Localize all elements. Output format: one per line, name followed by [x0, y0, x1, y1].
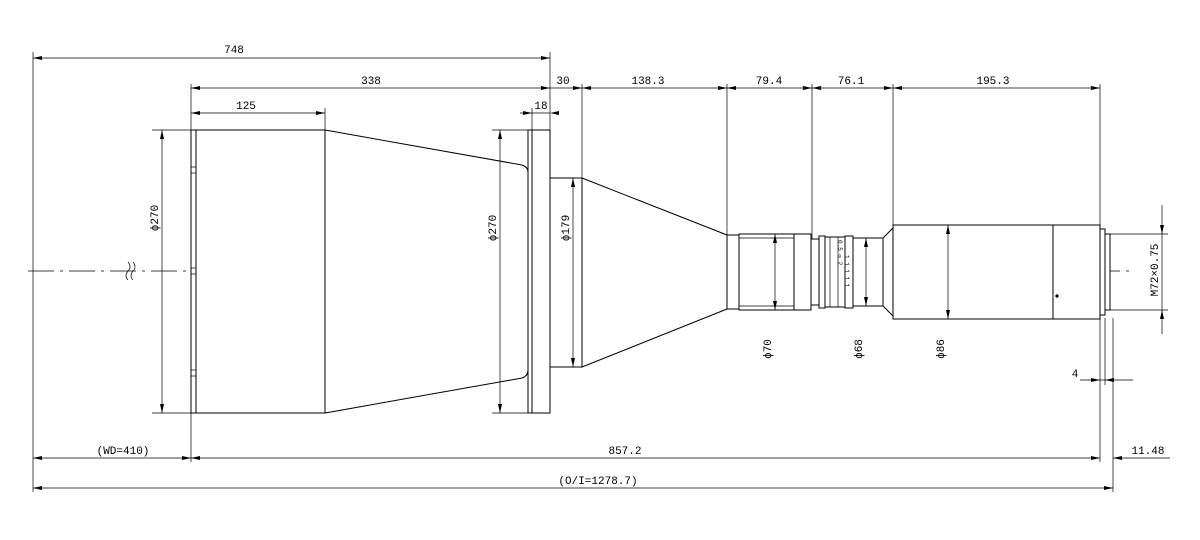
- dim-focus-ring-length: 76.1: [838, 76, 865, 88]
- rear-barrel: [892, 224, 1054, 320]
- dim-lens-length: 857.2: [608, 446, 641, 458]
- focus-scale-row-1: 1 1 1 1 1: [843, 255, 850, 288]
- dim-object-to-image: (O/I=1278.7): [558, 476, 637, 488]
- mount-thread-label: M72×0.75: [1150, 244, 1162, 297]
- dim-flange-gap: 30: [556, 76, 569, 88]
- dim-cone-length: 138.3: [631, 76, 664, 88]
- dim-front-lens-length: 125: [236, 101, 256, 113]
- dimension-lines: [33, 57, 1170, 489]
- dim-back-focus: 11.48: [1131, 446, 1164, 458]
- front-cylinder: [195, 129, 326, 414]
- dim-working-distance: (WD=410): [97, 446, 150, 458]
- flange-step: [549, 177, 583, 368]
- lens-body: [190, 129, 1111, 414]
- mount-flange: [531, 129, 551, 414]
- extension-lines: [32, 52, 1168, 492]
- dimension-arrows: [33, 56, 1164, 490]
- dim-total-flange-length: 748: [224, 45, 244, 57]
- dim-rear-barrel-length: 195.3: [976, 76, 1009, 88]
- dia-focus-label: ϕ68: [854, 339, 866, 359]
- main-cone: [581, 177, 728, 368]
- dia-mid-label: ϕ70: [763, 339, 775, 359]
- dim-mid-section-length: 79.4: [756, 76, 783, 88]
- dia-front-label: ϕ270: [150, 205, 162, 231]
- camera-mount: [1099, 228, 1106, 316]
- focus-scale-row-2: 0.5 ∞ 2: [836, 240, 843, 266]
- dia-flange-label: ϕ270: [488, 215, 500, 241]
- dia-cone-base-label: ϕ179: [561, 215, 573, 241]
- axis-break-mark: [125, 261, 136, 281]
- hood-cone: [324, 129, 529, 414]
- dim-mount-offset: 4: [1072, 369, 1079, 381]
- mid-barrel: [738, 233, 795, 311]
- dim-hood-length: 338: [361, 76, 381, 88]
- dim-flange-thickness: 18: [534, 101, 547, 113]
- front-glass: [190, 129, 197, 414]
- dia-rear-label: ϕ86: [936, 339, 948, 359]
